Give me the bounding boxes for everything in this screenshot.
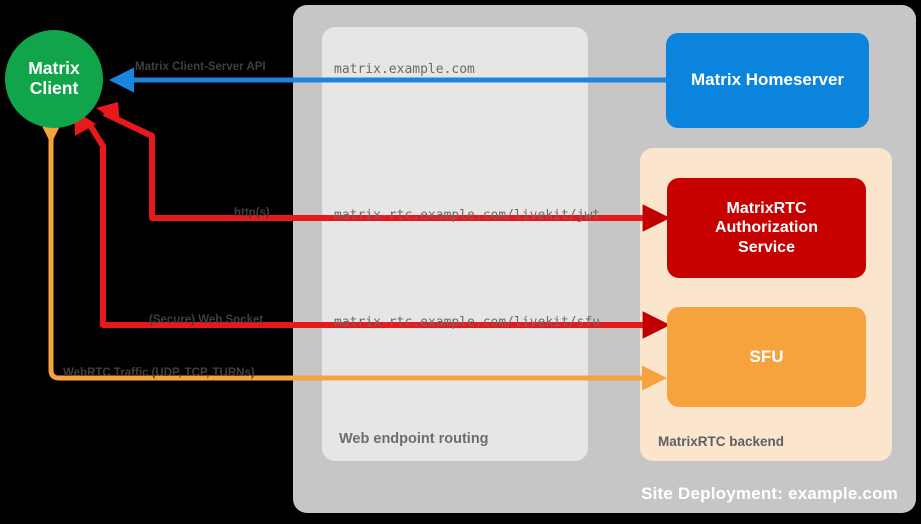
web-endpoint-routing-label: Web endpoint routing <box>339 431 489 447</box>
matrixrtc-backend-label: MatrixRTC backend <box>658 434 785 449</box>
sfu-label: SFU <box>749 346 784 366</box>
node-sfu[interactable]: SFU <box>667 307 866 407</box>
matrix-client-label-line1: Matrix <box>28 58 80 79</box>
matrix-homeserver-label: Matrix Homeserver <box>690 70 845 90</box>
endpoint-label-matrix: matrix.example.com <box>334 62 475 77</box>
auth-service-label-line2: Authorization <box>714 219 819 237</box>
container-web-endpoint-routing: Web endpoint routing <box>322 27 588 461</box>
wire-livekit-jwt-arrowhead-client <box>96 102 120 124</box>
site-deployment-label: Site Deployment: example.com <box>641 484 898 503</box>
node-matrix-homeserver[interactable]: Matrix Homeserver <box>666 33 869 128</box>
auth-service-label-line1: MatrixRTC <box>726 200 807 218</box>
wire-label-client-server-api: Matrix Client-Server API <box>135 61 266 73</box>
wire-label-webrtc-traffic: WebRTC Traffic (UDP, TCP, TURNs) <box>63 367 255 379</box>
auth-service-label-line3: Service <box>738 238 795 256</box>
wire-label-web-socket: (Secure) Web Socket <box>149 314 264 326</box>
wire-label-http: http(s) <box>234 207 270 219</box>
node-matrix-client[interactable]: Matrix Client <box>5 30 103 128</box>
endpoint-label-livekit-sfu: matrix-rtc.example.com/livekit/sfu <box>334 315 601 330</box>
endpoint-label-livekit-jwt: matrix-rtc.example.com/livekit/jwt <box>334 208 601 223</box>
node-matrixrtc-authorization-service[interactable]: MatrixRTC Authorization Service <box>667 178 866 278</box>
matrix-client-label-line2: Client <box>29 78 79 98</box>
